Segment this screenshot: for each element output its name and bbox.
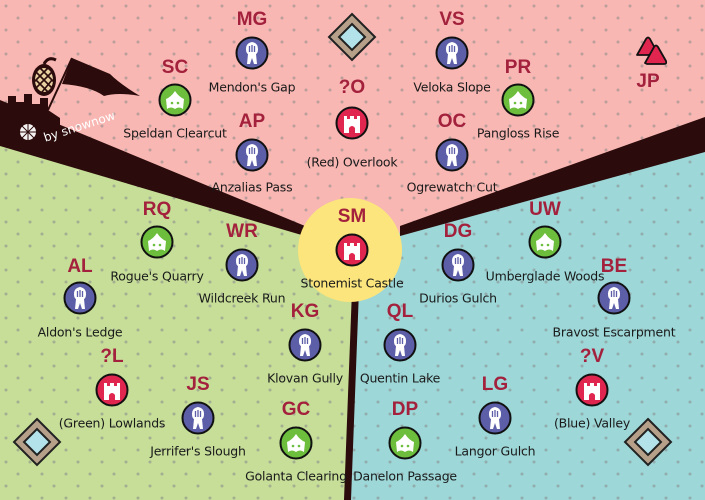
- waypoint-diamond-north: [327, 12, 377, 62]
- camp-icon[interactable]: [528, 225, 562, 259]
- objective-code: BE: [600, 256, 628, 277]
- objective-name: Durios Gulch: [419, 290, 497, 306]
- objective-name: Jerrifer's Slough: [150, 443, 246, 459]
- objective-code: GC: [281, 399, 311, 420]
- objective-name: (Blue) Valley: [553, 415, 631, 431]
- objective-code: UW: [529, 199, 561, 220]
- objective-name: Golanta Clearing: [245, 468, 347, 484]
- objective-code: ?L: [100, 346, 124, 367]
- objective-code: ?O: [338, 77, 366, 98]
- tower-icon[interactable]: [441, 248, 475, 282]
- objective-name: Umberglade Woods: [485, 268, 605, 284]
- tower-icon[interactable]: [63, 281, 97, 315]
- objective-name: Pangloss Rise: [476, 125, 560, 141]
- waypoint-diamond-southwest: [12, 417, 62, 467]
- objective-name: Stonemist Castle: [300, 275, 404, 291]
- camp-icon[interactable]: [501, 83, 535, 117]
- keep-icon[interactable]: [335, 106, 369, 140]
- tower-icon[interactable]: [181, 401, 215, 435]
- waypoint-diamond-southeast: [623, 417, 673, 467]
- objective-code: RQ: [142, 199, 172, 220]
- tower-icon[interactable]: [435, 36, 469, 70]
- objective-code: DG: [443, 221, 473, 242]
- objective-name: (Red) Overlook: [306, 154, 398, 170]
- objective-code: SM: [337, 206, 367, 227]
- objective-name: Aldon's Ledge: [37, 324, 123, 340]
- objective-name: Wildcreek Run: [198, 290, 286, 306]
- objective-name: Anzalias Pass: [211, 179, 293, 195]
- divider-bottom: [344, 290, 359, 500]
- keep-icon[interactable]: [335, 233, 369, 267]
- objective-name: Danelon Passage: [353, 468, 457, 484]
- objective-code: MG: [236, 9, 268, 30]
- objective-code: JP: [636, 71, 660, 92]
- objective-name: (Green) Lowlands: [58, 415, 166, 431]
- ruins-icon[interactable]: [633, 33, 668, 67]
- divider-left: [0, 100, 305, 236]
- objective-name: Veloka Slope: [413, 79, 491, 95]
- objective-code: AP: [238, 111, 266, 132]
- camp-icon[interactable]: [388, 426, 422, 460]
- divider-right: [400, 117, 705, 236]
- keep-icon[interactable]: [575, 373, 609, 407]
- logo: [0, 57, 140, 140]
- objective-code: WR: [226, 221, 258, 242]
- camp-icon[interactable]: [158, 83, 192, 117]
- camp-icon[interactable]: [279, 426, 313, 460]
- objective-code: VS: [439, 9, 465, 30]
- tower-icon[interactable]: [435, 138, 469, 172]
- objective-name: Klovan Gully: [267, 370, 343, 386]
- tower-icon[interactable]: [288, 328, 322, 362]
- objective-name: Bravost Escarpment: [552, 324, 676, 340]
- objective-name: Mendon's Gap: [208, 79, 296, 95]
- objective-name: Ogrewatch Cut: [406, 179, 498, 195]
- tower-icon[interactable]: [225, 248, 259, 282]
- objective-name: Langor Gulch: [454, 443, 536, 459]
- objective-code: OC: [437, 111, 467, 132]
- objective-code: LG: [481, 374, 509, 395]
- tower-icon[interactable]: [235, 138, 269, 172]
- camp-icon[interactable]: [140, 225, 174, 259]
- tower-icon[interactable]: [597, 281, 631, 315]
- objective-name: Quentin Lake: [359, 370, 441, 386]
- keep-icon[interactable]: [95, 373, 129, 407]
- tower-icon[interactable]: [235, 36, 269, 70]
- objective-code: QL: [386, 301, 414, 322]
- objective-code: KG: [290, 301, 320, 322]
- objective-code: PR: [504, 57, 532, 78]
- objective-name: Rogue's Quarry: [110, 268, 204, 284]
- objective-code: AL: [67, 256, 93, 277]
- objective-code: SC: [161, 57, 189, 78]
- objective-code: DP: [391, 399, 419, 420]
- objective-code: ?V: [579, 346, 605, 367]
- objective-name: Speldan Clearcut: [123, 125, 227, 141]
- objective-code: JS: [186, 374, 210, 395]
- tower-icon[interactable]: [478, 401, 512, 435]
- tower-icon[interactable]: [383, 328, 417, 362]
